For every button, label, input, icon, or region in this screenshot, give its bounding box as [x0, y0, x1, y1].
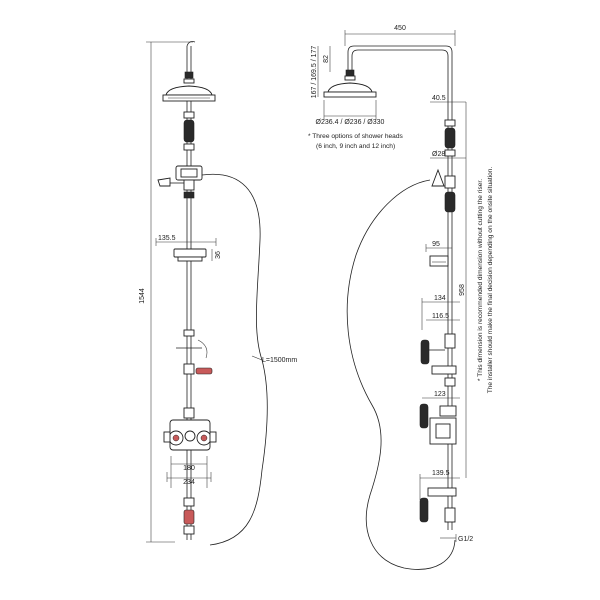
total-height-dimension: 1544	[139, 41, 193, 543]
valve-projection-label: 123	[434, 391, 446, 398]
front-valve	[163, 407, 217, 451]
side-shower-hose	[346, 179, 456, 570]
inlet-centres-min-label: 180	[183, 465, 195, 472]
soap-dish-depth-label: 36	[215, 251, 222, 259]
lower-projection-dimension: 139.5	[419, 444, 460, 530]
head-diameters-label: Ø236.4 / Ø236 / Ø330	[316, 119, 385, 126]
total-height-label: 1544	[139, 288, 146, 304]
riser-height-label: 958	[459, 284, 466, 296]
front-handset-holder	[176, 329, 213, 375]
inlet-centres-max-label: 234	[183, 479, 195, 486]
side-valve: 123	[419, 386, 460, 445]
side-handset-holder	[420, 333, 457, 387]
hose-length-label: L=1500mm	[262, 357, 297, 364]
handle-projection-inner-label: 116.5	[432, 313, 449, 320]
riser-height-dimension: 958 * This dimension is recommended dime…	[459, 102, 494, 478]
front-diverter	[157, 165, 203, 199]
soap-dish-width-label: 135.5	[158, 235, 176, 242]
inlet-thread-dimension: G1/2	[440, 534, 473, 543]
head-note-line1: * Three options of shower heads	[308, 133, 404, 140]
riser-note-line1: * This dimension is recommended dimensio…	[477, 179, 484, 381]
side-view: 450 82 167 / 169.5 / 177 Ø236.4 / Ø236 /…	[308, 25, 494, 570]
front-shower-head	[162, 41, 216, 102]
side-soap-dish: 95	[425, 241, 452, 267]
riser-note-line2: The installer should make the final deci…	[487, 167, 494, 394]
front-inlet-dimensions: 180 234	[166, 456, 212, 488]
head-drop-label: 82	[323, 55, 330, 63]
handle-projection-outer-label: 134	[434, 295, 446, 302]
front-soap-dish: 135.5 36	[155, 235, 222, 262]
front-view: 1544	[139, 41, 297, 546]
head-diameter-dimension: Ø236.4 / Ø236 / Ø330 * Three options of …	[308, 100, 404, 150]
riser-diameter-label: Ø28	[432, 151, 445, 158]
lower-projection-label: 139.5	[432, 470, 450, 477]
riser-offset-label: 40.5	[432, 95, 446, 102]
front-lower-outlet	[183, 497, 195, 535]
handle-projection-dimensions: 134 116.5	[421, 295, 460, 330]
head-height-dimensions: 82 167 / 169.5 / 177	[311, 46, 331, 99]
inlet-thread-label: G1/2	[458, 536, 473, 543]
head-heights-label: 167 / 169.5 / 177	[311, 46, 318, 99]
riser-offset-dimension: 40.5 Ø28	[430, 95, 466, 159]
front-riser-pipe	[183, 101, 195, 540]
arm-projection-dimension: 450	[344, 25, 456, 46]
dish-projection-label: 95	[432, 241, 440, 248]
arm-projection-label: 450	[394, 25, 406, 32]
front-shower-hose: L=1500mm	[201, 173, 297, 546]
side-shower-arm	[323, 45, 453, 120]
head-note-line2: (6 inch, 9 inch and 12 inch)	[316, 143, 395, 150]
